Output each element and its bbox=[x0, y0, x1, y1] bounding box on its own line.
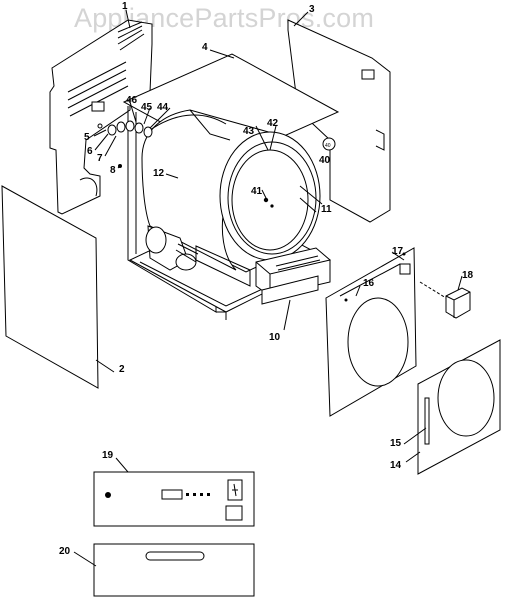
callout-46: 46 bbox=[126, 95, 138, 106]
motor-assembly[interactable] bbox=[145, 225, 251, 287]
callout-43: 43 bbox=[243, 126, 255, 137]
callout-8: 8 bbox=[110, 165, 116, 176]
callout-16: 16 bbox=[363, 278, 375, 289]
part-drum[interactable] bbox=[141, 109, 321, 271]
part-lint-drawer[interactable] bbox=[255, 247, 331, 305]
callout-11: 11 bbox=[321, 204, 332, 215]
callout-4: 4 bbox=[202, 42, 208, 53]
part-front-panel[interactable] bbox=[325, 247, 417, 417]
callout-41: 41 bbox=[251, 186, 263, 197]
callout-2: 2 bbox=[119, 364, 125, 375]
callout-6: 6 bbox=[87, 146, 93, 157]
callout-19: 19 bbox=[102, 450, 114, 461]
part-control-console[interactable] bbox=[93, 471, 255, 527]
svg-text:40: 40 bbox=[325, 143, 331, 149]
callout-12: 12 bbox=[153, 168, 165, 179]
callout-44: 44 bbox=[157, 102, 169, 113]
callout-14: 14 bbox=[390, 460, 402, 471]
part-bumper[interactable]: 40 bbox=[322, 137, 336, 151]
callout-40: 40 bbox=[319, 155, 331, 166]
callout-18: 18 bbox=[462, 270, 474, 281]
callout-3: 3 bbox=[309, 4, 315, 15]
part-door[interactable] bbox=[417, 339, 501, 475]
leader-lines bbox=[73, 9, 463, 567]
callout-5: 5 bbox=[84, 132, 90, 143]
part-rear-panel[interactable] bbox=[49, 19, 153, 215]
part-right-side-panel[interactable] bbox=[287, 19, 391, 223]
callout-7: 7 bbox=[97, 153, 103, 164]
callout-10: 10 bbox=[269, 332, 281, 343]
callout-labels: 1 2 3 4 5 6 7 8 10 11 12 14 15 16 17 18 … bbox=[59, 1, 474, 557]
callout-1: 1 bbox=[122, 1, 128, 12]
callout-17: 17 bbox=[392, 246, 404, 257]
part-toe-kick[interactable] bbox=[93, 543, 255, 597]
callout-45: 45 bbox=[141, 102, 153, 113]
callout-15: 15 bbox=[390, 438, 402, 449]
callout-20: 20 bbox=[59, 546, 71, 557]
callout-42: 42 bbox=[267, 118, 279, 129]
part-rod[interactable] bbox=[299, 185, 323, 205]
part-lock-bracket[interactable] bbox=[419, 281, 471, 319]
part-side-panel[interactable] bbox=[1, 185, 99, 389]
